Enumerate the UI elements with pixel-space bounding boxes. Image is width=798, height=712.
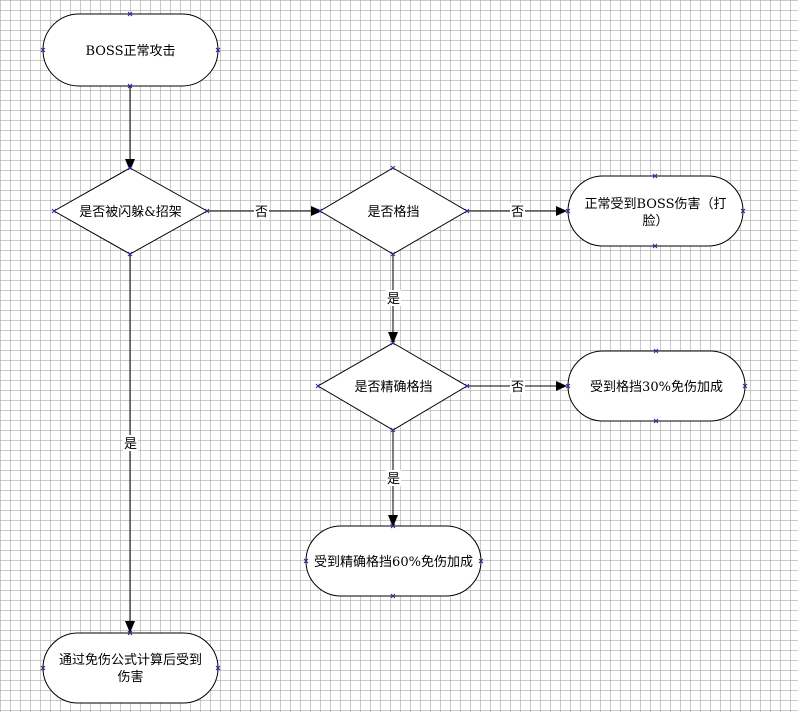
arrowhead: [388, 332, 398, 344]
node-formula-damage[interactable]: 通过免伤公式计算后受到 伤害: [42, 632, 219, 704]
edge-label-no: 否: [511, 205, 524, 220]
connection-point: [742, 383, 748, 389]
node-label-line2: 脸）: [642, 214, 668, 229]
edge-label-yes: 是: [387, 292, 400, 307]
edge-label-no: 否: [255, 205, 268, 220]
node-block-30[interactable]: 受到格挡30%免伤加成: [567, 350, 746, 422]
node-perfect-block-decision[interactable]: 是否精确格挡: [317, 342, 468, 431]
arrowhead: [388, 515, 398, 527]
connection-point: [127, 251, 133, 257]
arrowhead: [125, 621, 135, 633]
edge-label-yes: 是: [124, 437, 137, 452]
connection-point: [390, 340, 396, 346]
node-label: 是否精确格挡: [354, 379, 432, 395]
node-normal-hit[interactable]: 正常受到BOSS伤害（打 脸）: [567, 175, 744, 247]
node-label-line1: 通过免伤公式计算后受到: [59, 653, 202, 668]
connection-point: [40, 47, 46, 53]
connection-point: [390, 593, 396, 599]
node-dodge-parry-decision[interactable]: 是否被闪躲&招架: [52, 167, 209, 255]
connection-point: [127, 165, 133, 171]
connection-point: [390, 427, 396, 433]
connection-point: [204, 208, 210, 214]
arrowhead: [125, 159, 135, 171]
connection-point: [565, 208, 571, 214]
node-label-line2: 伤害: [117, 669, 143, 685]
node-label: 受到格挡30%免伤加成: [590, 379, 723, 395]
node-block-decision[interactable]: 是否格挡: [319, 167, 468, 255]
node-label: 是否被闪躲&招架: [79, 204, 182, 220]
connection-point: [127, 83, 133, 89]
edge-label-no: 否: [511, 380, 524, 395]
connection-point: [40, 665, 46, 671]
node-label: 受到精确格挡60%免伤加成: [314, 554, 473, 570]
connection-point: [478, 558, 484, 564]
connection-point: [215, 47, 221, 53]
edge-label-yes: 是: [387, 472, 400, 487]
edge-labels: 否 否 是 否 是 是: [123, 203, 525, 487]
connection-point: [127, 11, 133, 17]
connection-point: [652, 173, 658, 179]
node-label: BOSS正常攻击: [85, 44, 175, 59]
connection-point: [215, 665, 221, 671]
node-label: 是否格挡: [367, 204, 419, 220]
connection-point: [464, 383, 470, 389]
connection-point: [317, 208, 323, 214]
arrowhead: [556, 381, 567, 391]
connection-point: [653, 418, 659, 424]
connection-point: [315, 383, 321, 389]
node-start[interactable]: BOSS正常攻击: [42, 13, 219, 87]
connection-point: [390, 523, 396, 529]
connection-point: [303, 558, 309, 564]
connection-point: [127, 630, 133, 636]
connection-point: [652, 243, 658, 249]
connection-points: [40, 11, 748, 671]
arrowhead: [556, 206, 567, 216]
terminator-shape: [42, 632, 219, 704]
connection-point: [565, 383, 571, 389]
connection-point: [390, 251, 396, 257]
connection-point: [51, 208, 57, 214]
connection-point: [464, 208, 470, 214]
connection-point: [740, 208, 746, 214]
arrowhead: [311, 206, 322, 216]
connection-point: [390, 165, 396, 171]
connection-point: [653, 348, 659, 354]
node-label-line1: 正常受到BOSS伤害（打: [584, 196, 726, 212]
node-perfect-block-60[interactable]: 受到精确格挡60%免伤加成: [305, 525, 482, 597]
